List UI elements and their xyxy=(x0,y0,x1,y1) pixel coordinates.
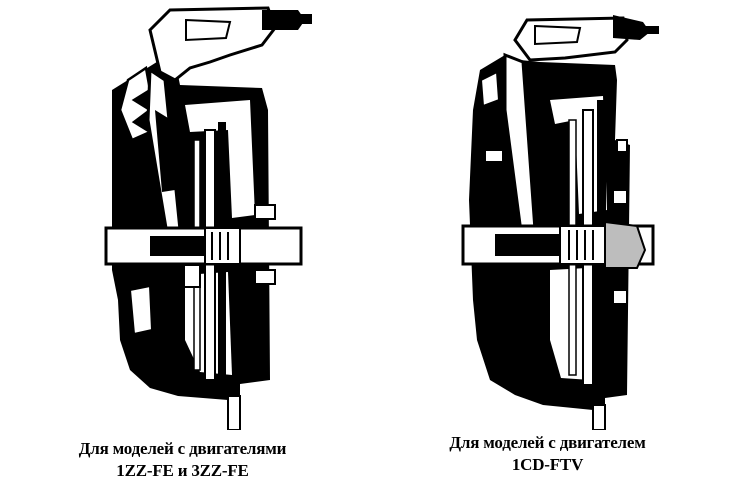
caption-right-line1: Для моделей с двигателем xyxy=(449,433,646,452)
clutch-section-drawing-left xyxy=(104,6,312,430)
caption-left: Для моделей с двигателями 1ZZ-FE и 3ZZ-F… xyxy=(0,438,365,482)
caption-right: Для моделей с двигателем 1CD-FTV xyxy=(365,432,730,476)
caption-left-line2: 1ZZ-FE и 3ZZ-FE xyxy=(116,461,249,480)
clutch-section-drawing-right xyxy=(461,15,659,430)
caption-right-line2: 1CD-FTV xyxy=(511,455,584,474)
caption-left-line1: Для моделей с двигателями xyxy=(78,439,287,458)
clutch-section-1cd: Для моделей с двигателем 1CD-FTV xyxy=(365,0,730,486)
clutch-section-1zz-3zz: Для моделей с двигателями 1ZZ-FE и 3ZZ-F… xyxy=(0,6,365,482)
